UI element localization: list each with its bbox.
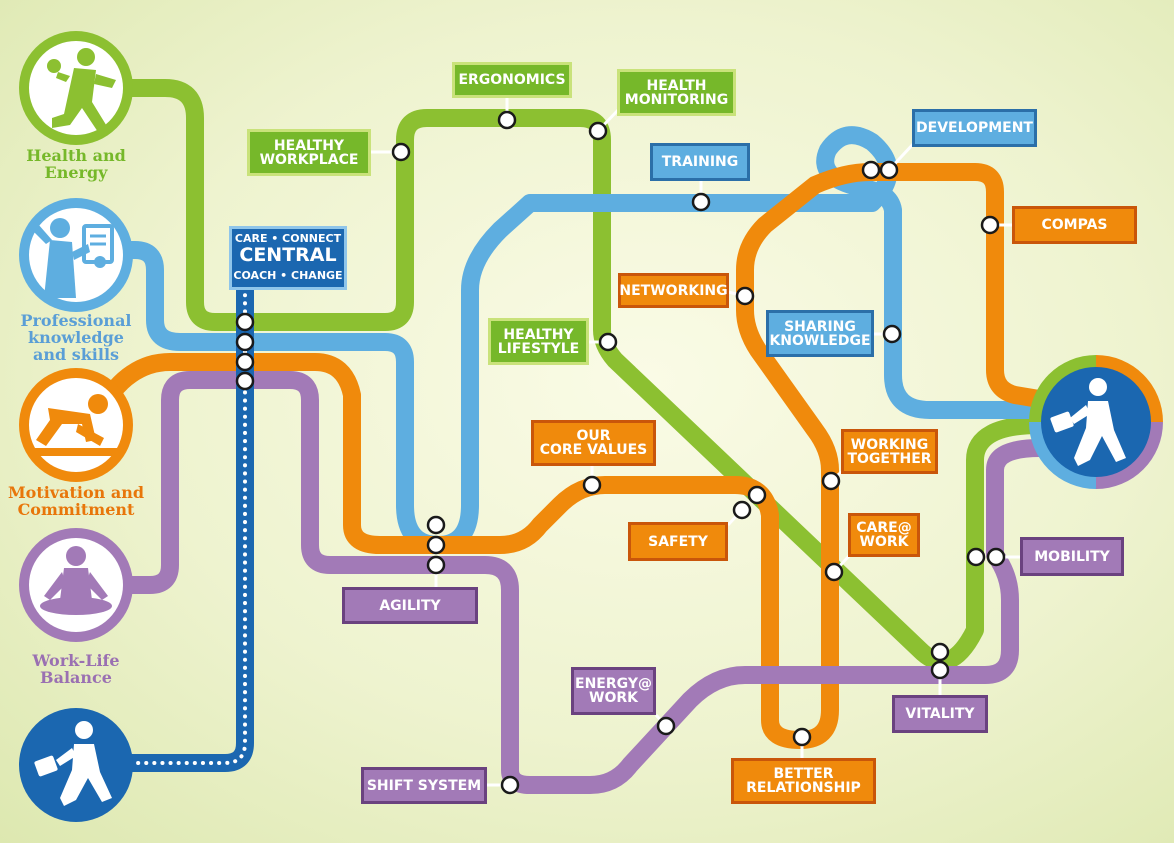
motivation-icon — [19, 368, 133, 482]
station-training[interactable]: TRAINING — [650, 143, 750, 181]
professional-icon — [19, 198, 133, 312]
station-dot — [426, 535, 446, 555]
station-dot — [426, 515, 446, 535]
station-sharing-knowledge[interactable]: SHARING KNOWLEDGE — [766, 310, 874, 357]
station-energy-work[interactable]: ENERGY@ WORK — [571, 667, 656, 715]
station-dot — [986, 547, 1006, 567]
station-dot — [235, 352, 255, 372]
station-dot — [235, 312, 255, 332]
line-health — [111, 79, 1049, 671]
line-central — [121, 281, 254, 772]
station-safety[interactable]: SAFETY — [628, 522, 728, 561]
station-dot — [588, 121, 608, 141]
station-dot — [582, 475, 602, 495]
station-dot — [656, 716, 676, 736]
station-mobility[interactable]: MOBILITY — [1020, 537, 1124, 576]
line-professional — [101, 126, 1049, 554]
health-icon — [19, 31, 133, 145]
station-dot — [966, 547, 986, 567]
station-dot — [497, 110, 517, 130]
station-dot — [821, 471, 841, 491]
balance-icon — [19, 528, 133, 642]
station-dot — [426, 555, 446, 575]
station-dot — [882, 324, 902, 344]
station-dot — [930, 660, 950, 680]
category-label-health: Health and Energy — [26, 146, 126, 182]
station-compas[interactable]: COMPAS — [1012, 206, 1137, 244]
station-our-core-values[interactable]: OUR CORE VALUES — [531, 420, 656, 466]
station-healthy-lifestyle[interactable]: HEALTHY LIFESTYLE — [488, 318, 589, 365]
central-main-label: CENTRAL — [239, 244, 337, 266]
station-dot — [747, 485, 767, 505]
station-dot — [235, 371, 255, 391]
station-dot — [879, 160, 899, 180]
hub-icon — [1029, 355, 1163, 489]
station-dot — [500, 775, 520, 795]
category-label-balance: Work-Life Balance — [32, 651, 120, 687]
station-care-work[interactable]: CARE@ WORK — [848, 513, 920, 557]
station-agility[interactable]: AGILITY — [342, 587, 478, 624]
station-dot — [824, 562, 844, 582]
station-dot — [732, 500, 752, 520]
station-dot — [391, 142, 411, 162]
central-station-box[interactable]: CARE • CONNECT CENTRAL COACH • CHANGE — [229, 226, 347, 290]
station-dot — [735, 286, 755, 306]
category-label-professional: Professional knowledge and skills — [20, 311, 132, 364]
station-networking[interactable]: NETWORKING — [618, 273, 729, 308]
station-dot — [691, 192, 711, 212]
station-dot — [930, 642, 950, 662]
central-top-label: CARE • CONNECT — [234, 232, 342, 245]
station-ergonomics[interactable]: ERGONOMICS — [452, 62, 572, 98]
station-dot — [598, 332, 618, 352]
station-dot — [792, 727, 812, 747]
station-working-together[interactable]: WORKING TOGETHER — [841, 429, 938, 474]
category-label-motivation: Motivation and Commitment — [7, 483, 145, 519]
station-dot — [861, 160, 881, 180]
station-better-relationship[interactable]: BETTER RELATIONSHIP — [731, 758, 876, 804]
station-dot — [235, 332, 255, 352]
station-vitality[interactable]: VITALITY — [892, 695, 988, 733]
station-development[interactable]: DEVELOPMENT — [912, 109, 1037, 147]
walker-icon-left — [19, 708, 133, 822]
station-dot — [980, 215, 1000, 235]
central-bottom-label: COACH • CHANGE — [233, 269, 343, 282]
station-healthy-workplace[interactable]: HEALTHY WORKPLACE — [247, 129, 371, 176]
station-shift-system[interactable]: SHIFT SYSTEM — [361, 767, 487, 804]
station-health-monitoring[interactable]: HEALTH MONITORING — [617, 69, 736, 116]
